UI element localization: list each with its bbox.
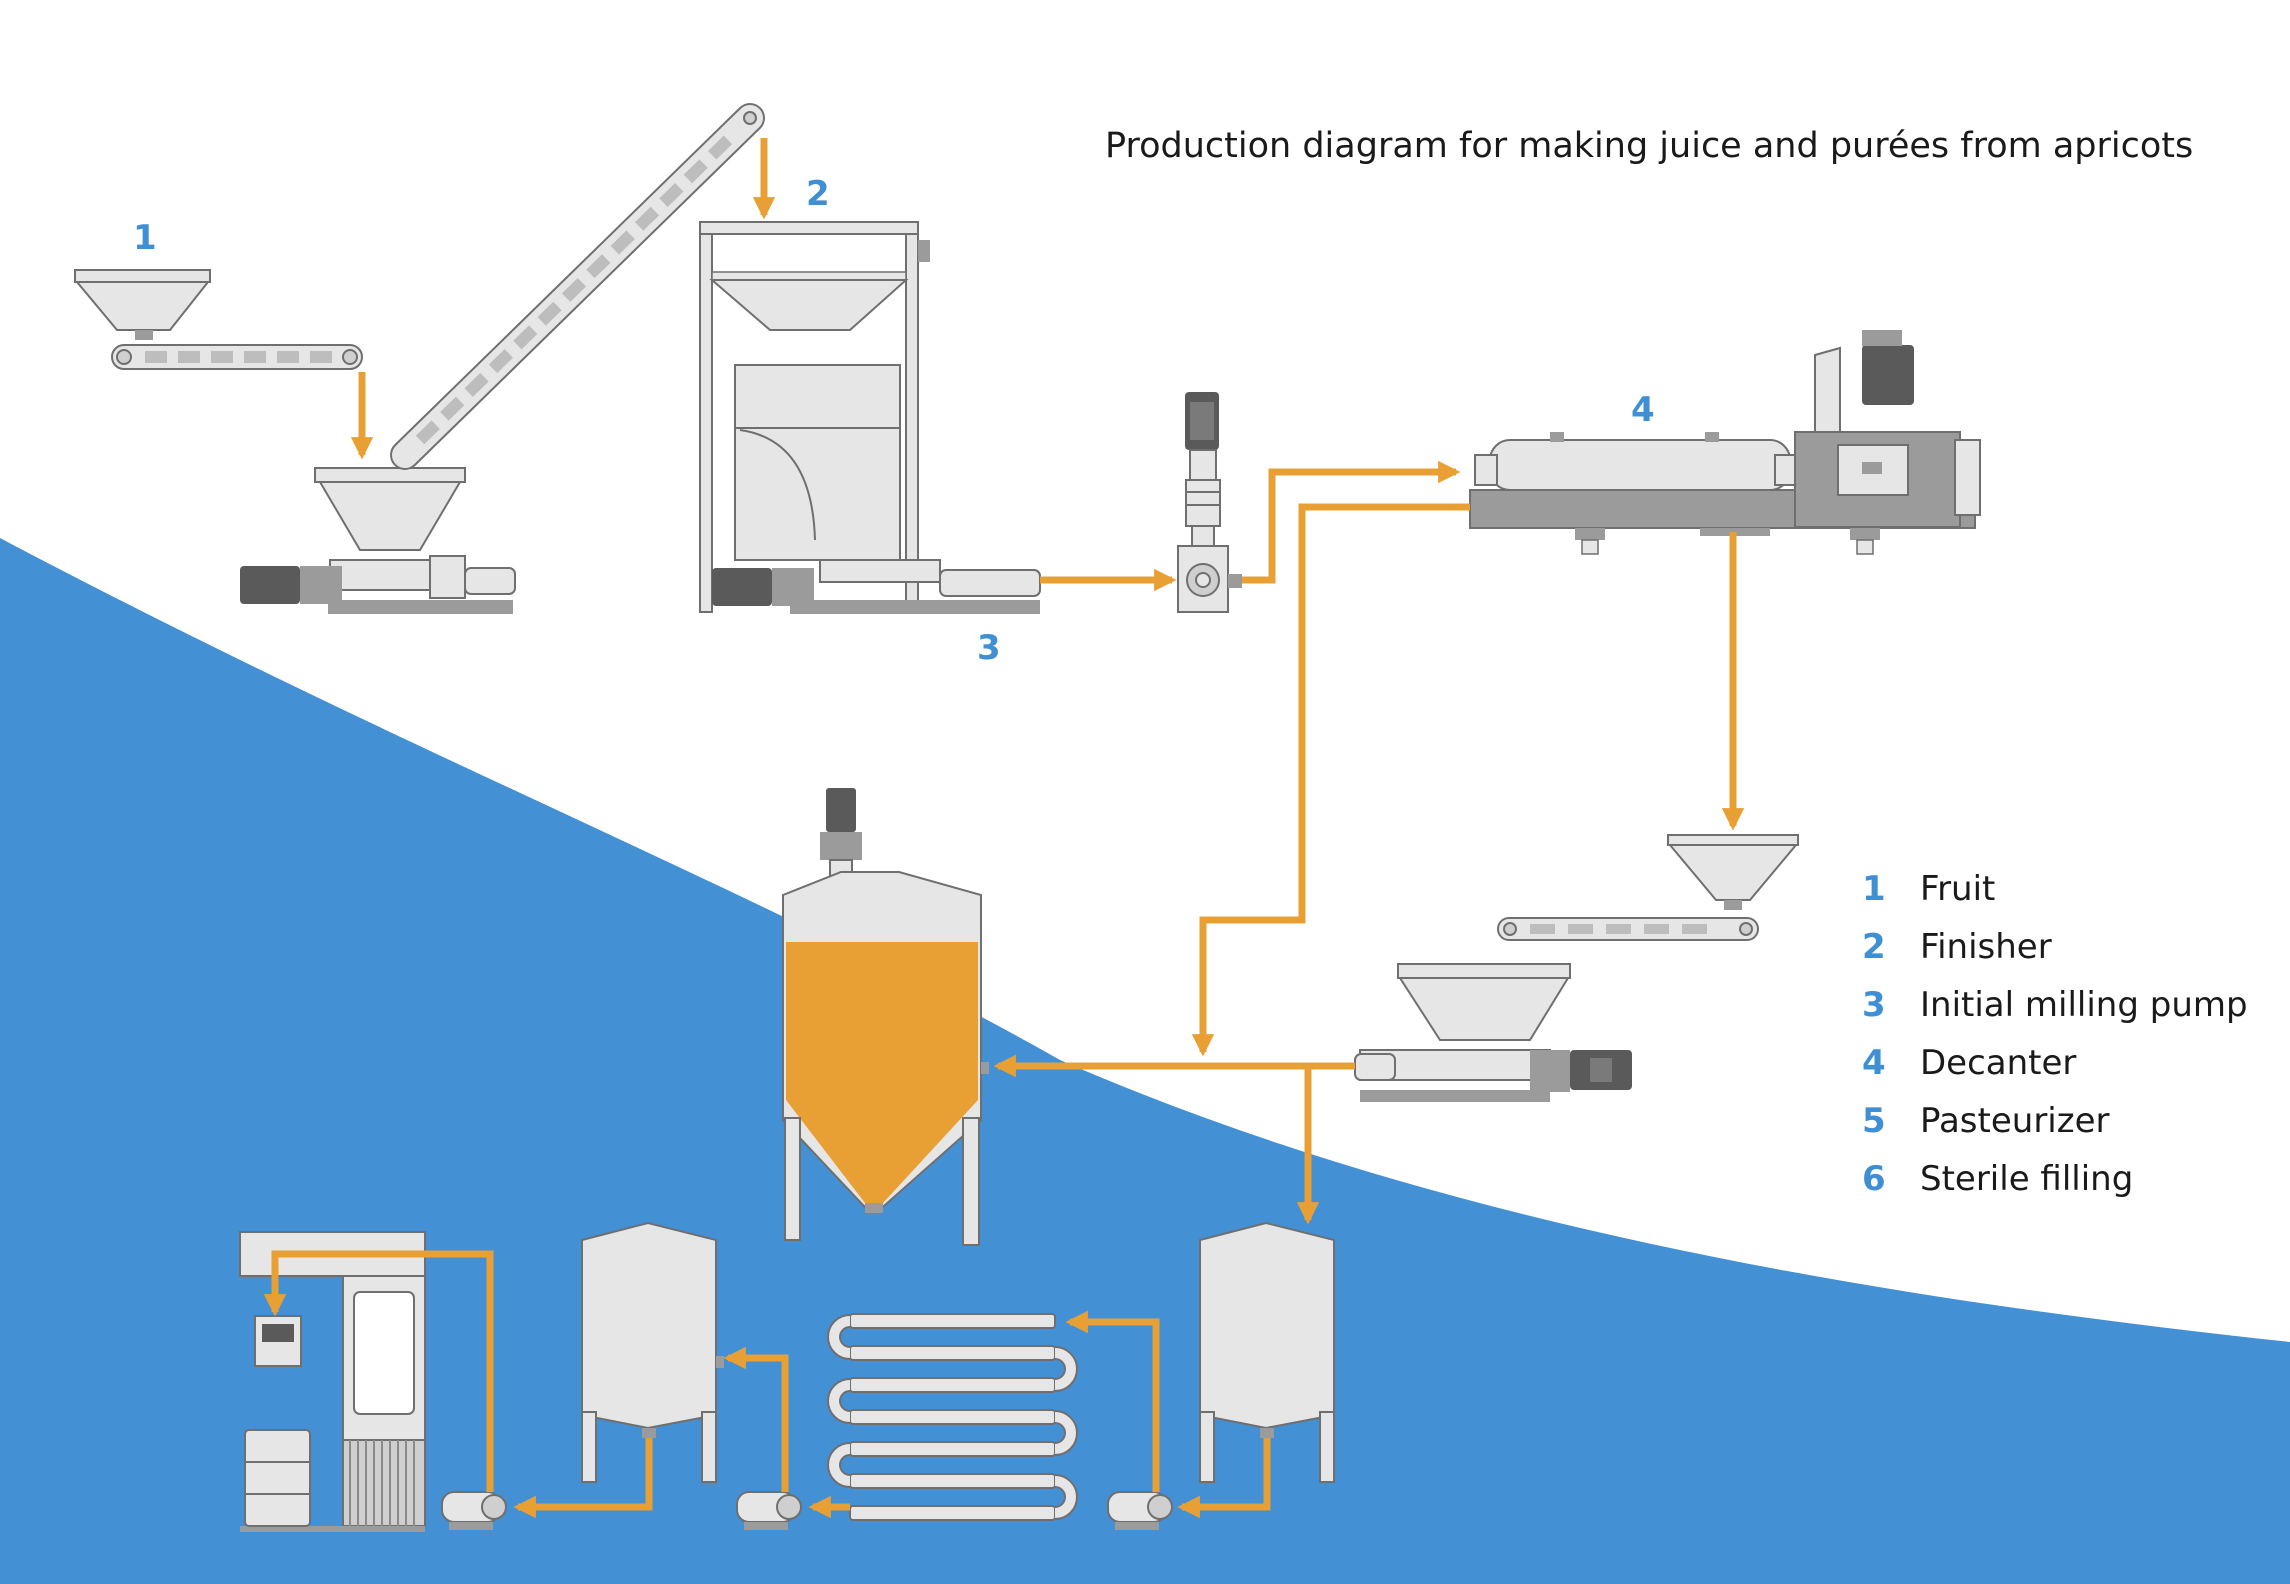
screw-pump-icon [240,467,516,614]
feed-pump-icon [1354,963,1632,1102]
legend-number: 1 [1862,869,1886,909]
stage-label-milling-pump: 3 [977,628,1001,668]
centrifugal-pump-right-icon [1107,1491,1173,1530]
legend-label: Initial milling pump [1920,985,2248,1025]
finisher-icon [699,221,1041,614]
drum-icon [244,1429,311,1527]
legend-item: 2 Finisher [1862,918,2248,976]
legend: 1 Fruit 2 Finisher 3 Initial milling pum… [1862,860,2248,1208]
flow-arrow [513,1438,653,1519]
fruit-hopper-icon [74,269,211,340]
centrifugal-pump-middle-icon [736,1491,802,1530]
legend-label: Sterile filling [1920,1159,2134,1199]
legend-item: 6 Sterile filling [1862,1150,2248,1208]
buffer-tank-right-icon [1199,1221,1335,1483]
stage-label-decanter: 4 [1631,390,1655,430]
flow-arrow [723,1346,789,1492]
inclined-conveyor-icon [390,103,765,470]
flow-arrow [263,1250,494,1492]
centrifugal-pump-left-icon [441,1491,507,1530]
pasteurizer-tubes-icon [827,1313,1078,1521]
buffer-tank-left-icon [581,1221,724,1483]
flow-arrows [263,138,1745,1519]
stage-label-fruit: 1 [133,218,157,258]
legend-item: 1 Fruit [1862,860,2248,918]
flow-arrow [1242,460,1461,584]
decanter-icon [1469,330,1981,555]
flow-arrow [1065,1310,1160,1492]
fruit-conveyor-icon [111,344,363,370]
pomace-conveyor-icon [1497,917,1759,941]
legend-item: 3 Initial milling pump [1862,976,2248,1034]
flow-arrow [1177,1438,1271,1519]
legend-number: 3 [1862,985,1886,1025]
legend-label: Pasteurizer [1920,1101,2110,1141]
legend-number: 5 [1862,1101,1886,1141]
stage-label-finisher: 2 [806,174,830,214]
legend-label: Decanter [1920,1043,2077,1083]
pomace-hopper-icon [1667,834,1799,910]
legend-label: Finisher [1920,927,2052,967]
legend-number: 6 [1862,1159,1886,1199]
legend-number: 2 [1862,927,1886,967]
legend-number: 4 [1862,1043,1886,1083]
silo-tank-icon [782,788,989,1246]
milling-pump-icon [1177,392,1242,613]
diagram-title: Production diagram for making juice and … [1105,126,2194,166]
background-wave [0,538,2290,1584]
flow-arrow [1191,503,1470,1057]
legend-item: 4 Decanter [1862,1034,2248,1092]
legend-label: Fruit [1920,869,1996,909]
legend-item: 5 Pasteurizer [1862,1092,2248,1150]
